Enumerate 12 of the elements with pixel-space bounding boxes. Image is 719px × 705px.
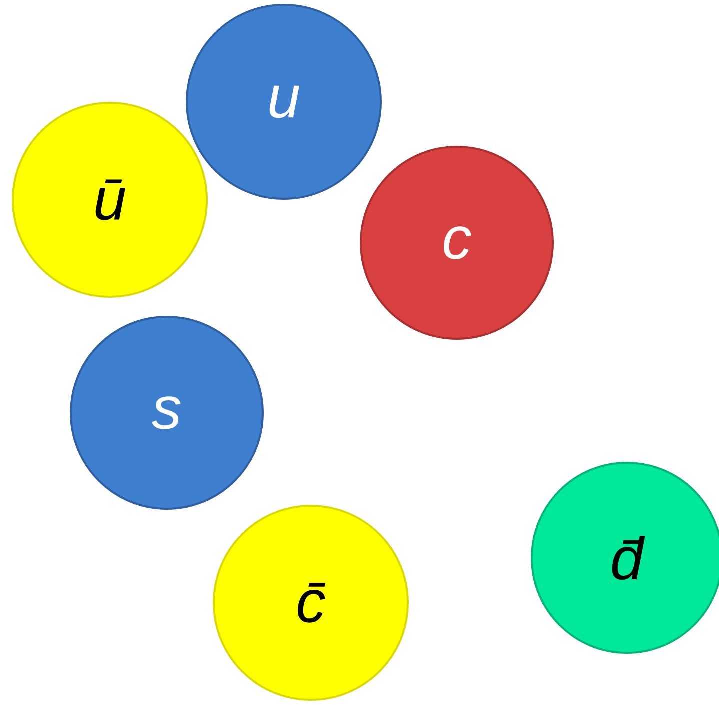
quark-label: s [152,396,181,430]
quark-label: c̄ [298,583,326,623]
quark-circle [70,316,264,510]
quark-circle [531,462,719,654]
quark-label: c [444,226,472,260]
quark-label: d̄ [612,536,646,580]
quark-circle [213,505,409,701]
quark-circle [12,102,208,298]
quark-label: ū [96,180,126,220]
quark-label: u [270,86,300,118]
quark-circle [360,146,554,340]
quark-circle [186,4,382,200]
